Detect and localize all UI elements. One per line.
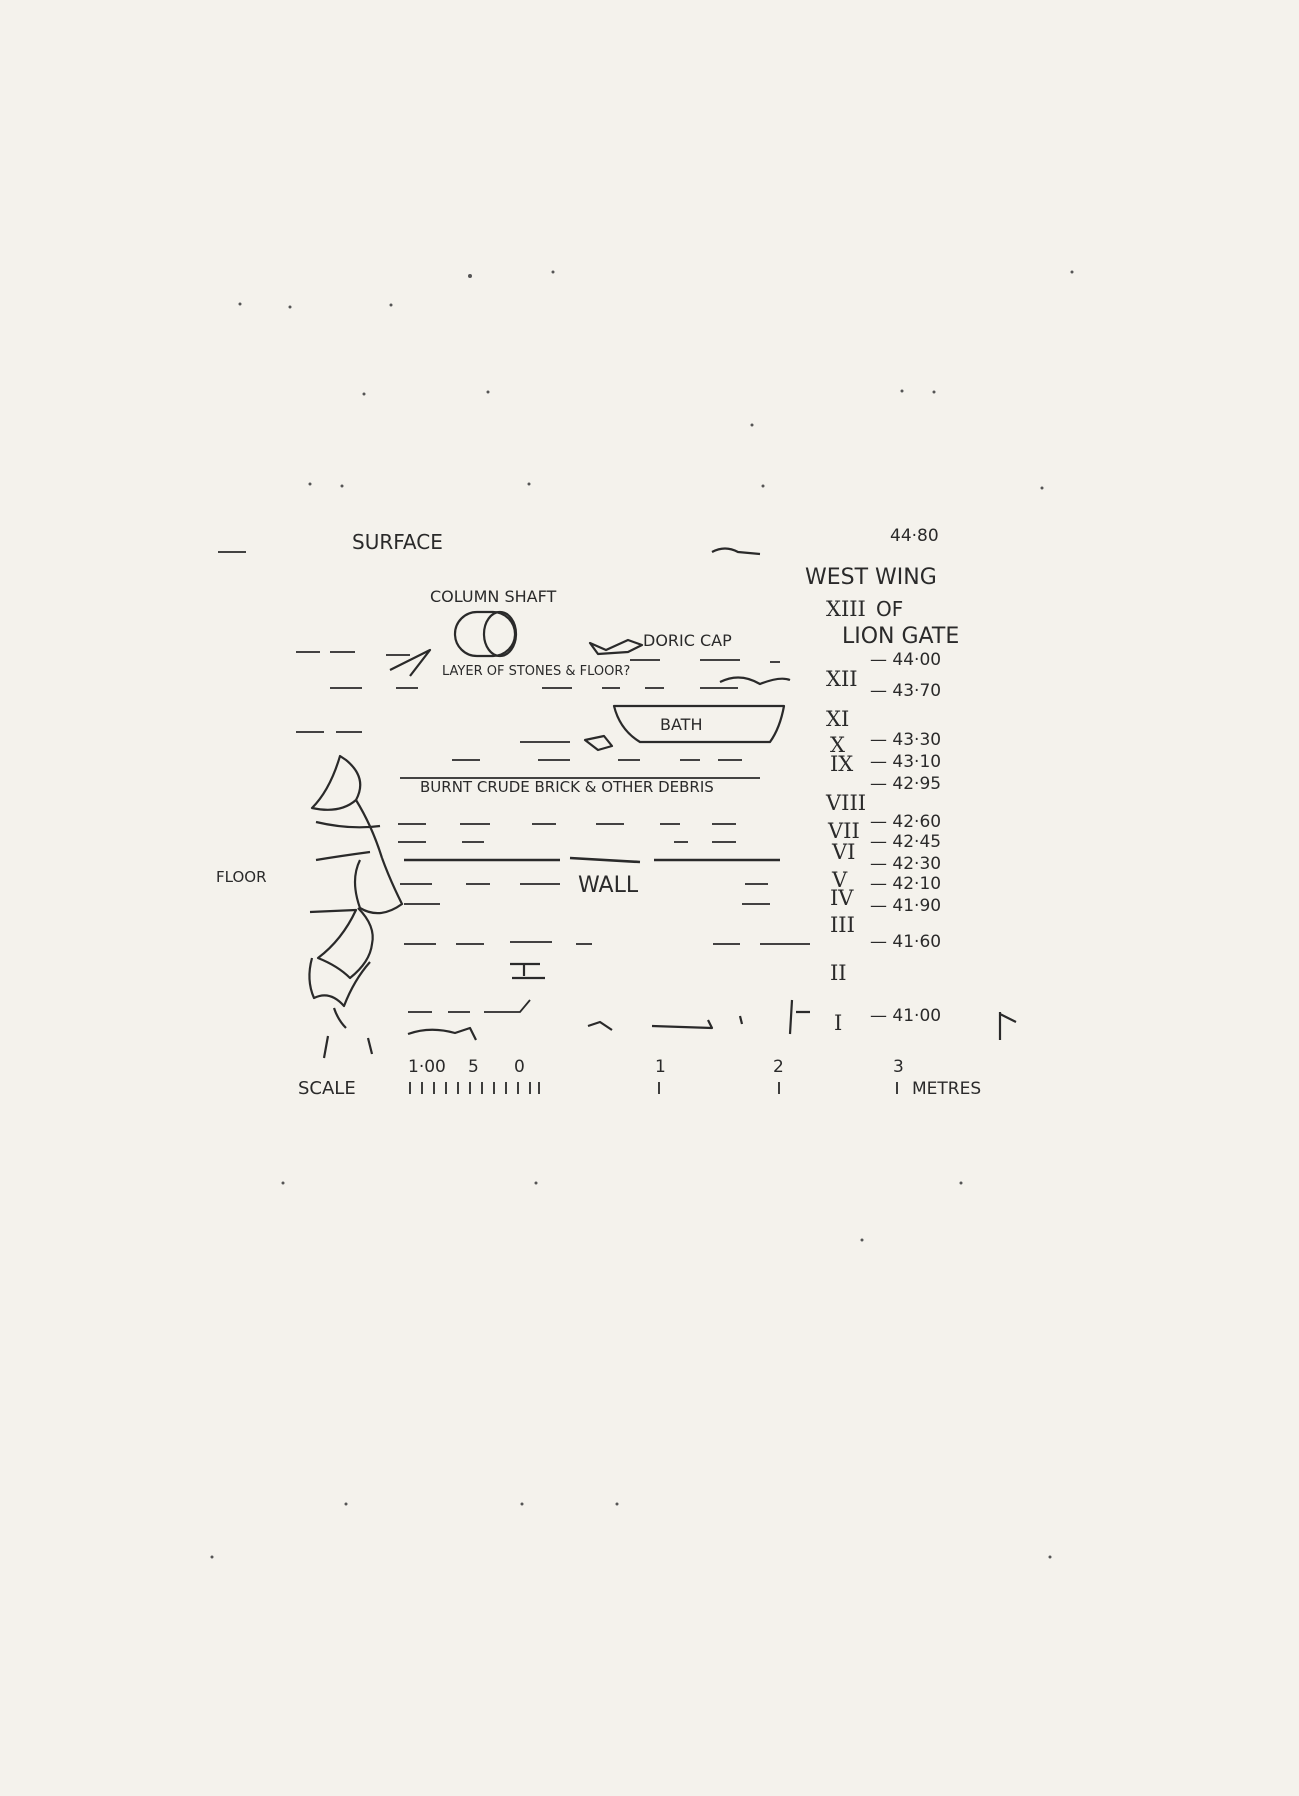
- elevation-4160: — 41·60: [870, 932, 941, 952]
- bath-drawing: [612, 704, 786, 744]
- elevation-4260: — 42·60: [870, 812, 941, 832]
- elevation-4100: — 41·00: [870, 1006, 941, 1026]
- stratum-xii: XII: [826, 667, 858, 691]
- stratum-ii: II: [830, 961, 847, 985]
- paper-specks: [210, 270, 1074, 1559]
- doric-cap-drawing: [588, 638, 644, 656]
- stratum-viii: VIII: [825, 791, 866, 815]
- stratum-vii: VII: [827, 819, 860, 843]
- elevation-4400: — 44·00: [870, 650, 941, 670]
- elevation-4310: — 43·10: [870, 752, 941, 772]
- stratum-ix: IX: [830, 752, 853, 776]
- title-line-2: OF: [876, 597, 903, 621]
- elevation-4330: — 43·30: [870, 730, 941, 750]
- surface-label: SURFACE: [352, 530, 443, 554]
- elevation-4210: — 42·10: [870, 874, 941, 894]
- wall-top-line: [404, 856, 780, 864]
- layer-upper-dashes: [296, 651, 780, 663]
- stratum-xi: XI: [826, 707, 849, 731]
- stratum-vi: VI: [831, 840, 855, 864]
- layer-stones-label: LAYER OF STONES & FLOOR?: [442, 664, 630, 679]
- scale-tick-100: 1·00: [408, 1057, 446, 1077]
- stratum-v: V: [831, 868, 848, 892]
- layer-stones-marks: [389, 648, 791, 686]
- scale-tick-5: 5: [468, 1057, 479, 1077]
- scale-tick-0: 0: [514, 1057, 525, 1077]
- right-edge-mark: [998, 1012, 1017, 1040]
- floor-label: FLOOR: [216, 868, 267, 886]
- scale-label: SCALE: [298, 1078, 356, 1099]
- bath-level-dashes: [296, 731, 570, 743]
- stratum-x: X: [830, 733, 845, 757]
- stratum-xiii: XIII: [826, 597, 866, 621]
- title-line-3: LION GATE: [842, 624, 959, 649]
- scale-tick-3: 3: [893, 1057, 904, 1077]
- title-line-1: WEST WING: [805, 565, 937, 590]
- floor-base-mark: [407, 1026, 477, 1041]
- elevation-4245: — 42·45: [870, 832, 941, 852]
- column-shaft-label: COLUMN SHAFT: [430, 587, 557, 606]
- surface-elevation: 44·80: [890, 526, 939, 546]
- level-i-dashes: [408, 999, 531, 1013]
- elevation-4370: — 43·70: [870, 681, 941, 701]
- burnt-brick-label: BURNT CRUDE BRICK & OTHER DEBRIS: [420, 778, 714, 796]
- base-fragments: [587, 999, 810, 1035]
- scale-bar-ticks: [409, 1082, 898, 1094]
- lower-stone-marks: [510, 962, 545, 980]
- elevation-4295: — 42·95: [870, 774, 941, 794]
- surface-mark: [711, 547, 761, 556]
- left-rock-structure: [308, 754, 404, 1059]
- scale-tick-2: 2: [773, 1057, 784, 1077]
- wall-label: WALL: [578, 873, 639, 898]
- elevation-4230: — 42·30: [870, 854, 941, 874]
- column-shaft-drawing: [453, 610, 518, 658]
- scale-unit: METRES: [912, 1079, 981, 1099]
- doric-cap-label: DORIC CAP: [643, 631, 732, 650]
- stratum-iii: III: [830, 913, 855, 937]
- scale-tick-1: 1: [655, 1057, 666, 1077]
- bath-label: BATH: [660, 715, 702, 734]
- stratum-i: I: [834, 1011, 842, 1035]
- stratum-iv: IV: [830, 886, 854, 910]
- bath-fragment: [583, 734, 614, 752]
- elevation-4190: — 41·90: [870, 896, 941, 916]
- level-iii-dashes: [404, 941, 810, 945]
